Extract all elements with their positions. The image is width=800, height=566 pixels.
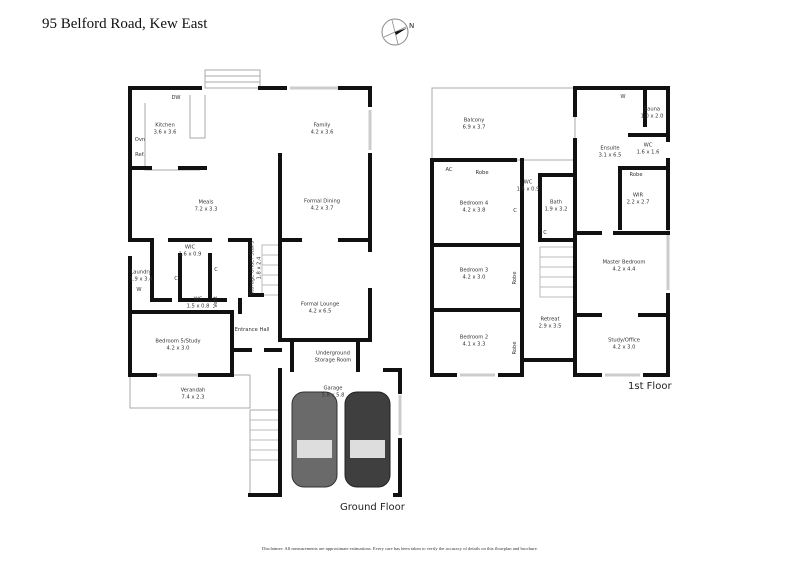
cupboard-label: C — [543, 229, 547, 236]
north-arrow-icon — [381, 18, 409, 46]
washer-label: W — [620, 93, 626, 100]
car-icon — [291, 391, 391, 488]
property-address: 95 Belford Road, Kew East — [42, 16, 208, 32]
ac-label: AC — [445, 166, 453, 173]
north-label: N — [409, 22, 415, 30]
cupboard-label: C — [214, 266, 218, 273]
vent-label: Vent — [212, 296, 219, 308]
cupboard-label: C — [174, 275, 178, 282]
room-entrance-hall: Entrance Hall — [234, 326, 270, 333]
room-underground-storage: Underground Storage Room — [314, 350, 352, 364]
dishwasher-label: DW — [171, 94, 181, 101]
fridge-label: Ref. — [135, 151, 145, 158]
robe-label: Robe — [629, 171, 643, 178]
washer-label: W — [136, 286, 142, 293]
disclaimer: Disclaimer: All measurements are approxi… — [262, 546, 538, 551]
ground-floor-label: Ground Floor — [340, 502, 405, 513]
first-floor-label: 1st Floor — [628, 381, 672, 392]
robe-label: Robe — [475, 169, 489, 176]
robe-label: Robe — [511, 341, 518, 355]
robe-label: Robe — [511, 271, 518, 285]
cupboard-label: C — [513, 207, 517, 214]
oven-label: Ovn — [134, 136, 146, 143]
